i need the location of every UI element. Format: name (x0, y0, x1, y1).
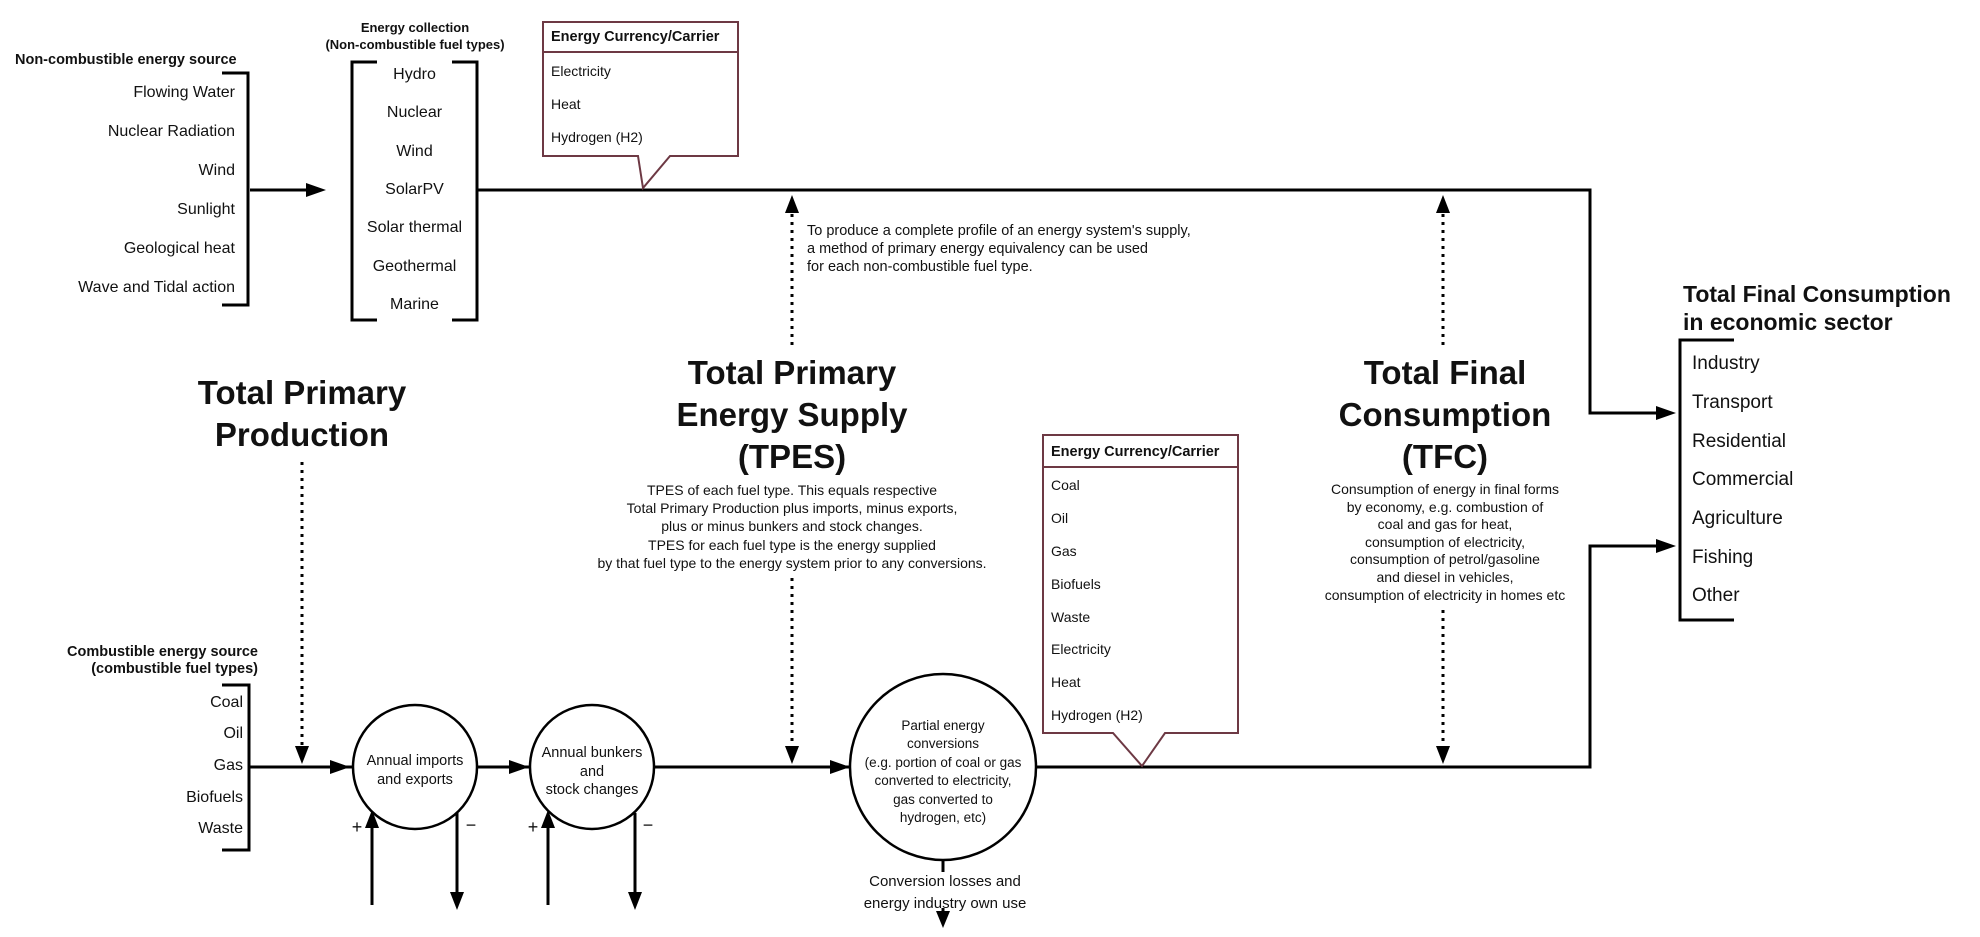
list-item: SolarPV (385, 181, 444, 199)
arrowhead-into-bunkers (509, 760, 529, 774)
carrier-top-list: Electricity Heat Hydrogen (H2) (551, 54, 731, 153)
imports-minus-sign: − (465, 815, 477, 835)
sector-bracket (1678, 338, 1734, 622)
combustible-bracket (222, 683, 251, 852)
tfc-dotted-arrowhead-down (1436, 746, 1450, 764)
tfc-description: Consumption of energy in final forms by … (1324, 481, 1566, 603)
bunkers-circle (528, 703, 656, 831)
list-item: Biofuels (1051, 575, 1101, 592)
list-item: Oil (223, 725, 243, 743)
list-item: Hydrogen (H2) (1051, 706, 1143, 723)
tpp-dotted-arrowhead (295, 746, 309, 764)
list-item: Geothermal (372, 257, 457, 275)
list-item: Geological heat (123, 239, 235, 257)
bunkers-plus-sign: + (527, 817, 539, 837)
list-item: Other (1692, 585, 1740, 607)
conversions-circle-label: Partial energy conversions (e.g. portion… (864, 718, 1022, 826)
combustible-title: Combustible energy source (combustible f… (67, 644, 258, 677)
arrowhead-into-imports (330, 760, 350, 774)
list-item: Residential (1692, 430, 1786, 452)
carrier-mid-list: Coal Oil Gas Biofuels Waste Electricity … (1051, 469, 1231, 731)
list-item: Sunlight (177, 200, 235, 218)
list-item: Heat (1051, 674, 1081, 691)
list-item: Nuclear Radiation (107, 122, 235, 140)
carrier-mid-title: Energy Currency/Carrier (1051, 444, 1220, 460)
arrowhead-into-conversions (830, 760, 850, 774)
list-item: Nuclear (386, 104, 443, 122)
conversion-losses-label: Conversion losses and energy industry ow… (863, 873, 1027, 912)
carrier-mid-callout-outline (1042, 434, 1239, 768)
list-item: Wind (396, 142, 433, 160)
list-item: Electricity (551, 62, 611, 79)
list-item: Flowing Water (133, 83, 235, 101)
combustible-source-list: Coal Oil Gas Biofuels Waste (100, 687, 243, 845)
list-item: Fishing (1692, 546, 1754, 568)
list-item: Biofuels (186, 788, 243, 806)
list-item: Transport (1692, 392, 1773, 414)
list-item: Solar thermal (366, 219, 463, 237)
list-item: Hydrogen (H2) (551, 128, 643, 145)
energy-collection-list: Hydro Nuclear Wind SolarPV Solar thermal… (352, 56, 477, 324)
imports-minus-arrowhead (450, 892, 464, 910)
collection-bracket-right (452, 60, 479, 322)
list-item: Wave and Tidal action (78, 278, 235, 296)
carrier-top-title: Energy Currency/Carrier (551, 29, 720, 45)
ncs-bracket (222, 71, 250, 307)
imports-plus-sign: + (351, 817, 363, 837)
imports-circle-label: Annual imports and exports (366, 753, 464, 788)
list-item: Oil (1051, 510, 1069, 527)
list-item: Wind (198, 161, 235, 179)
tpes-heading: Total Primary Energy Supply (TPES) (676, 354, 908, 475)
non-combustible-title: Non-combustible energy source (15, 52, 237, 68)
list-item: Heat (551, 95, 581, 112)
list-item: Industry (1692, 353, 1760, 375)
list-item: Gas (1051, 542, 1077, 559)
imports-circle (351, 703, 479, 831)
tpes-dotted-arrowhead-up (785, 195, 799, 213)
list-item: Marine (390, 295, 439, 313)
bunkers-plus-arrowhead (541, 810, 555, 828)
list-item: Hydro (393, 66, 436, 84)
list-item: Agriculture (1692, 508, 1783, 530)
tfc-heading: Total Final Consumption (TFC) (1338, 354, 1552, 475)
collection-bracket-left (350, 60, 377, 322)
arrowhead-into-sector-top (1656, 406, 1676, 420)
arrowhead-into-collection (306, 183, 326, 197)
sector-list: Industry Transport Residential Commercia… (1692, 345, 1932, 616)
list-item: Waste (1051, 608, 1091, 625)
tpes-dotted-arrowhead-down (785, 746, 799, 764)
imports-plus-arrowhead (365, 810, 379, 828)
non-combustible-source-list: Flowing Water Nuclear Radiation Wind Sun… (30, 73, 235, 307)
tpes-description: TPES of each fuel type. This equals resp… (597, 482, 987, 571)
bunkers-minus-sign: − (642, 815, 654, 835)
list-item: Coal (1051, 477, 1080, 494)
list-item: Coal (210, 693, 243, 711)
sector-title: Total Final Consumption in economic sect… (1683, 281, 1951, 335)
arrowhead-into-sector-bottom (1656, 539, 1676, 553)
list-item: Electricity (1051, 641, 1111, 658)
carrier-top-callout-outline (542, 21, 739, 191)
list-item: Gas (213, 756, 243, 774)
list-item: Commercial (1692, 469, 1794, 491)
bunkers-minus-arrowhead (628, 892, 642, 910)
tfc-dotted-arrowhead-up (1436, 195, 1450, 213)
energy-collection-title: Energy collection (Non-combustible fuel … (325, 20, 505, 52)
list-item: Waste (198, 820, 243, 838)
tpp-heading: Total Primary Production (197, 374, 407, 453)
losses-arrowhead (936, 911, 950, 928)
bunkers-circle-label: Annual bunkers and stock changes (541, 745, 643, 798)
equivalency-note: To produce a complete profile of an ener… (807, 223, 1191, 275)
top-flow-line (477, 188, 1658, 415)
